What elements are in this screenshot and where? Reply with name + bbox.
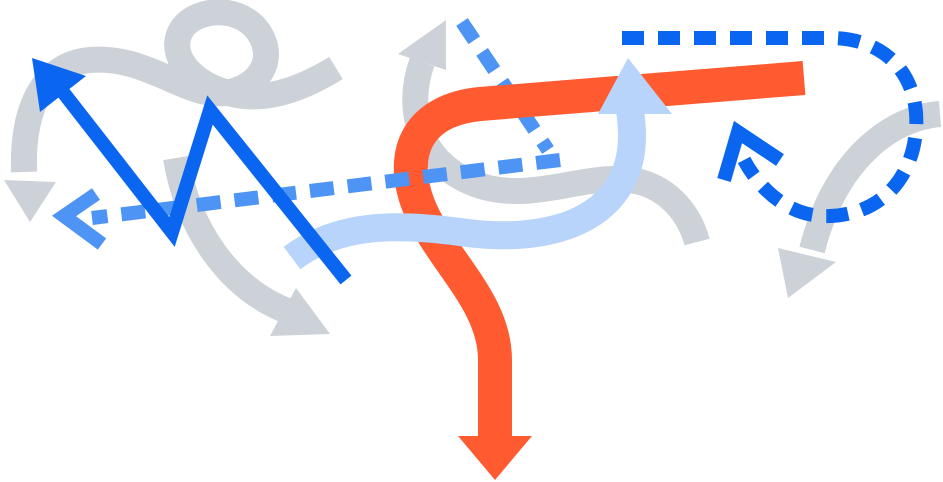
red-curved-arrow-icon: [393, 61, 806, 480]
blue-dashed-arrow-icon: [51, 153, 561, 250]
gray-loop-arrow-icon: [4, 0, 343, 222]
blue-zigzag-arrow-icon: [32, 58, 352, 285]
blue-dashed-arrow-icon: [622, 31, 924, 224]
light-blue-wave-arrow-icon: [283, 58, 672, 270]
